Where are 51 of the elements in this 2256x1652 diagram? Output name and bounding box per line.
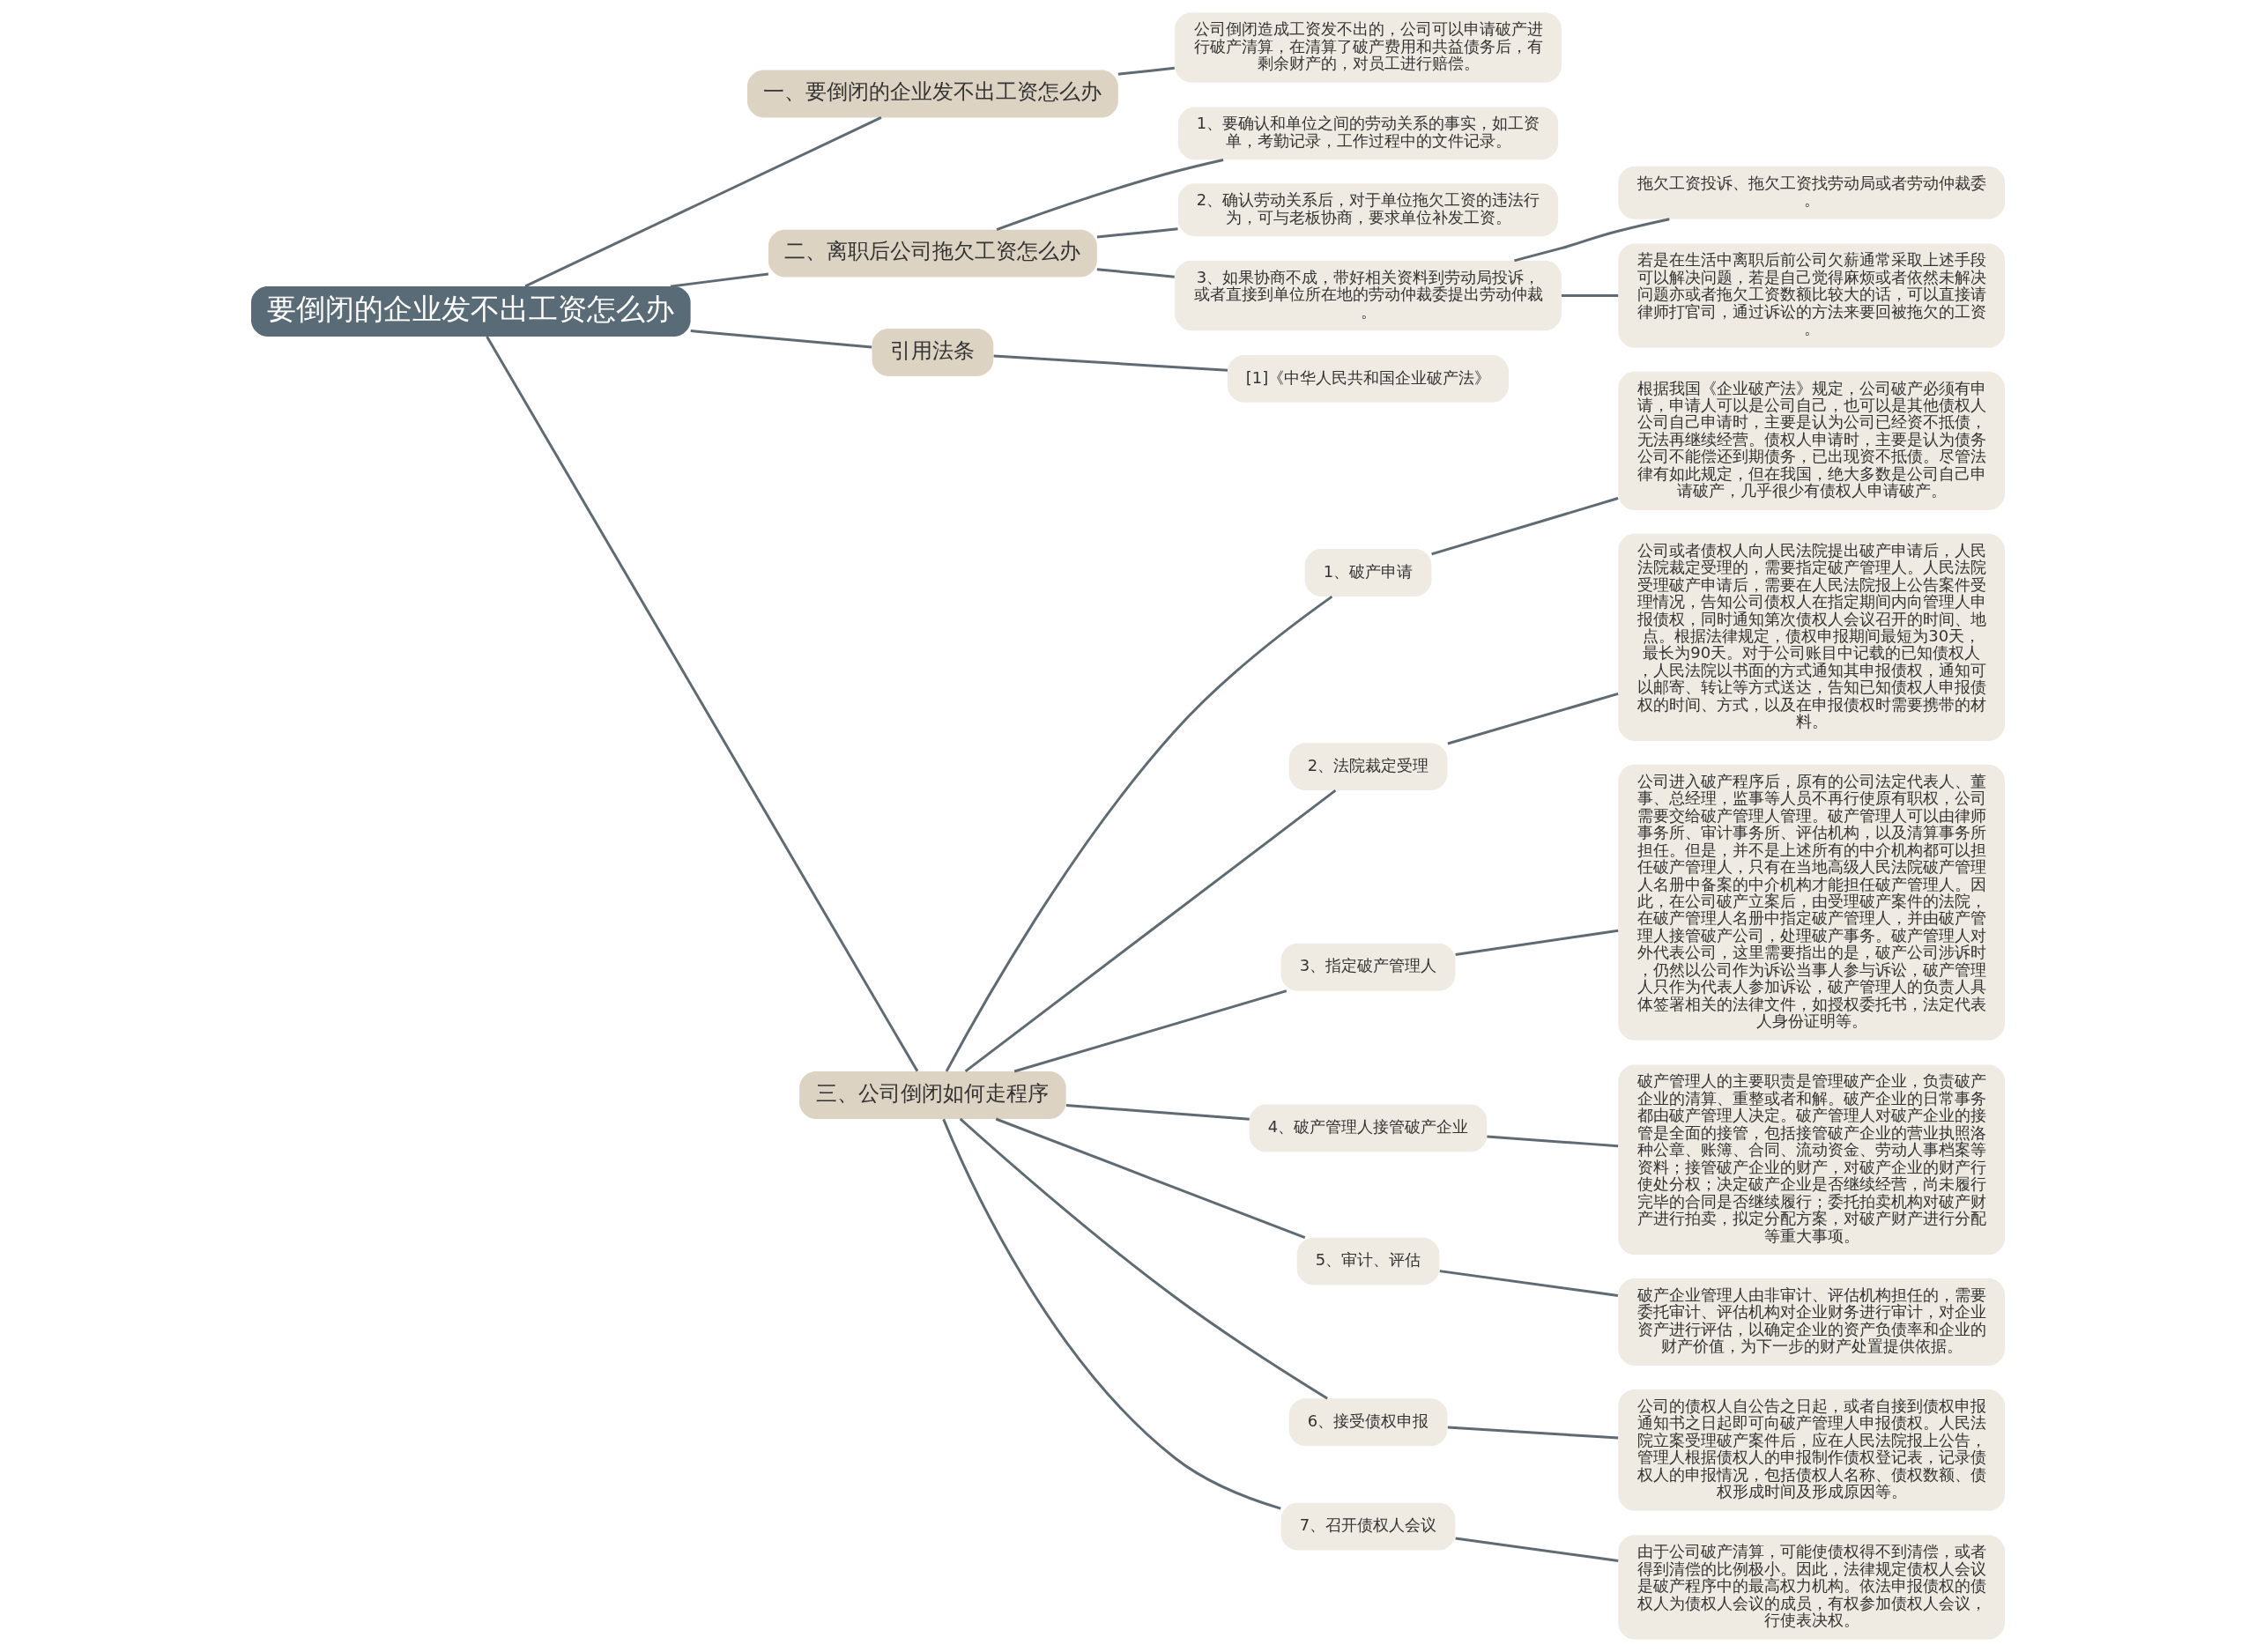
node-box: 根据我国《企业破产法》规定，公司破产必须有申请，申请人可以是公司自己，也可以是其他债权人公司自己申请时，主要是认为公司已经资不抵债，无法再继续经营。债权人申请时，主要是认为债务公司不能偿还到期债务，已出现资不抵债。尽管法律有如此规定，但在我国，绝大多数是公司自己申请破产，几乎很少有债权人申请破产。 [1618,371,2005,510]
connector [486,336,919,1072]
connector [993,354,1228,372]
connector [524,116,882,288]
node-box: 4、破产管理人接管破产企业 [1249,1104,1488,1152]
node-box: 1、破产申请 [1304,549,1432,596]
connector [1447,692,1619,745]
node-box: 3、指定破产管理人 [1280,943,1456,991]
connector [1431,497,1619,556]
connector [964,789,1337,1073]
connector [1065,1103,1250,1121]
node-box: 公司进入破产程序后，原有的公司法定代表人、董事、总经理，监事等人员不再行使原有职权，公司需要交给破产管理人管理。破产管理人可以由律师事务所、审计事务所、评估机构，以及清算事务所担任。但是，并不是上述所有的中介机构都可以担任破产管理人，只有在当地高级人民法院破产管理人名册中备案的中介机构才能担任破产管理人。因此，在公司破产立案后，由受理破产案件的法院，在破产管理人名册中指定破产管理人，并由破产管理人接管破产公司，处理破产事务。破产管理人对外代表公司，这里需要指出的是，破产公司涉诉时，仍然以公司作为诉讼当事人参与诉讼，破产管理人只作为代表人参加诉讼，破产管理人的负责人具体签署相关的法律文件，如授权委托书，法定代表人身份证明等。 [1618,764,2005,1041]
node-box: 公司的债权人自公告之日起，或者自接到债权申报通知书之日起即可向破产管理人申报债权。人民法院立案受理破产案件后，应在人民法院报上公告，管理人根据债权人的申报制作债权登记表，记录债权人的申报情况，包括债权人名称、债权数额、债权形成时间及形成原因等。 [1618,1389,2005,1511]
connector [1561,294,1619,298]
node-box: 5、审计、评估 [1296,1237,1440,1285]
connector [1455,929,1619,956]
connector [995,1117,1306,1240]
node-box: 1、要确认和单位之间的劳动关系的事实，如工资单，考勤记录，工作过程中的文件记录。 [1177,107,1559,160]
node-box: 三、公司倒闭如何走程序 [799,1071,1066,1119]
node-box: 要倒闭的企业发不出工资怎么办 [251,286,691,337]
connector [996,158,1224,231]
node-box: [1]《中华人民共和国企业破产法》 [1228,354,1509,403]
connector [1455,1537,1619,1562]
connector [942,1118,1281,1510]
connector [945,595,1333,1072]
node-box: 公司倒闭造成工资发不出的，公司可以申请破产进行破产清算，在清算了破产费用和共益债务后，有剩余财产的，对员工进行赔偿。 [1175,12,1562,83]
node-box: 拖欠工资投诉、拖欠工资找劳动局或者劳动仲裁委。 [1618,166,2005,219]
node-box: 若是在生活中离职后前公司欠薪通常采取上述手段可以解决问题，若是自己觉得麻烦或者依然未解决问题亦或者拖欠工资数额比较大的话，可以直接请律师打官司，通过诉讼的方法来要回被拖欠的工资。 [1618,243,2005,348]
node-box: 2、法院裁定受理 [1288,743,1448,791]
node-box: 引用法条 [872,329,994,376]
node-box: 二、离职后公司拖欠工资怎么办 [768,229,1097,278]
connector [690,330,872,349]
node-box: 6、接受债权申报 [1288,1398,1448,1447]
node-box: 3、如果协商不成，带好相关资料到劳动局投诉，或者直接到单位所在地的劳动仲裁委提出劳动仲裁。 [1175,260,1562,331]
connector [1096,268,1175,278]
node-box: 一、要倒闭的企业发不出工资怎么办 [747,70,1118,118]
connector [670,272,769,288]
connector [1514,218,1670,263]
connector [1487,1135,1619,1148]
node-box: 7、召开债权人会议 [1280,1502,1456,1551]
connector [1439,1270,1619,1297]
node-box: 2、确认劳动关系后，对于单位拖欠工资的违法行为，可与老板协商，要求单位补发工资。 [1177,183,1559,237]
node-box: 由于公司破产清算，可能使债权得不到清偿，或者得到清偿的比例极小。因此，法律规定债权人会议是破产程序中的最高权力机构。依法申报债权的债权人为债权人会议的成员，有权参加债权人会议，行使表决权。 [1618,1535,2005,1640]
connector [1117,66,1175,76]
node-box: 公司或者债权人向人民法院提出破产申请后，人民法院裁定受理的，需要指定破产管理人。人民法院受理破产申请后，需要在人民法院报上公告案件受理情况，告知公司债权人在指定期间内向管理人申报债权，同时通知第次债权人会议召开的时间、地点。根据法律规定，债权申报期间最短为30天，最长为90天。对于公司账目中记载的已知债权人，人民法院以书面的方式通知其申报债权，通知可以邮寄、转让等方式送达，告知已知债权人申报债权的时间、方式，以及在申报债权时需要携带的材料。 [1618,533,2005,741]
connector [959,1117,1328,1400]
connector [1447,1426,1619,1440]
connector [1096,227,1178,239]
connector [1013,989,1288,1073]
node-box: 破产企业管理人由非审计、评估机构担任的，需要委托审计、评估机构对企业财务进行审计，对企业资产进行评估，以确定企业的资产负债率和企业的财产价值，为下一步的财产处置提供依据。 [1618,1278,2005,1366]
node-box: 破产管理人的主要职责是管理破产企业，负责破产企业的清算、重整或者和解。破产企业的日常事务都由破产管理人决定。破产管理人对破产企业的接管是全面的接管，包括接管破产企业的营业执照洛种公章、账簿、合同、流动资金、劳动人事档案等资料；接管破产企业的财产，对破产企业的财产行使处分权；决定破产企业是否继续经营，尚未履行完毕的合同是否继续履行；委托拍卖机构对破产财产进行拍卖，拟定分配方案，对破产财产进行分配等重大事项。 [1618,1064,2005,1256]
